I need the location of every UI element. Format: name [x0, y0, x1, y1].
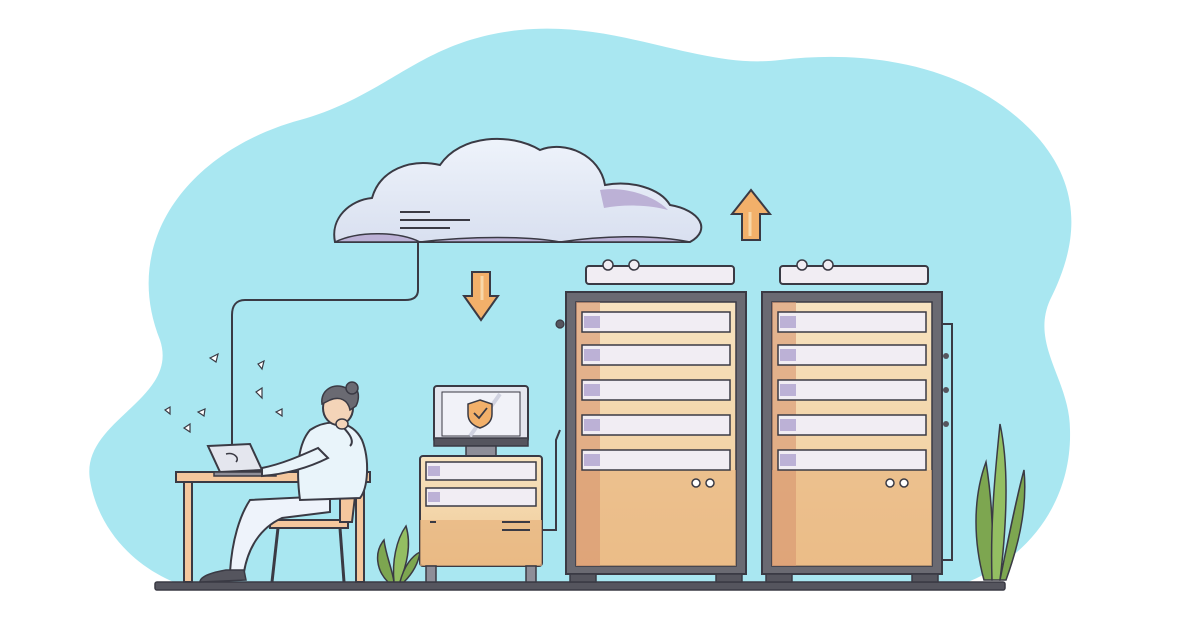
shield-check-icon — [467, 399, 493, 429]
upload-arrow-icon — [729, 188, 773, 241]
cloud-cable — [231, 242, 419, 450]
download-arrow-icon — [462, 271, 500, 322]
floor-line — [154, 581, 1006, 591]
server-rack-icon — [555, 259, 747, 583]
small-server — [419, 385, 561, 583]
person-figure — [199, 381, 368, 583]
server-rack-icon — [761, 259, 953, 583]
plant-icon — [975, 423, 1026, 581]
debris-particles — [163, 352, 283, 434]
cloud-icon — [333, 137, 703, 243]
